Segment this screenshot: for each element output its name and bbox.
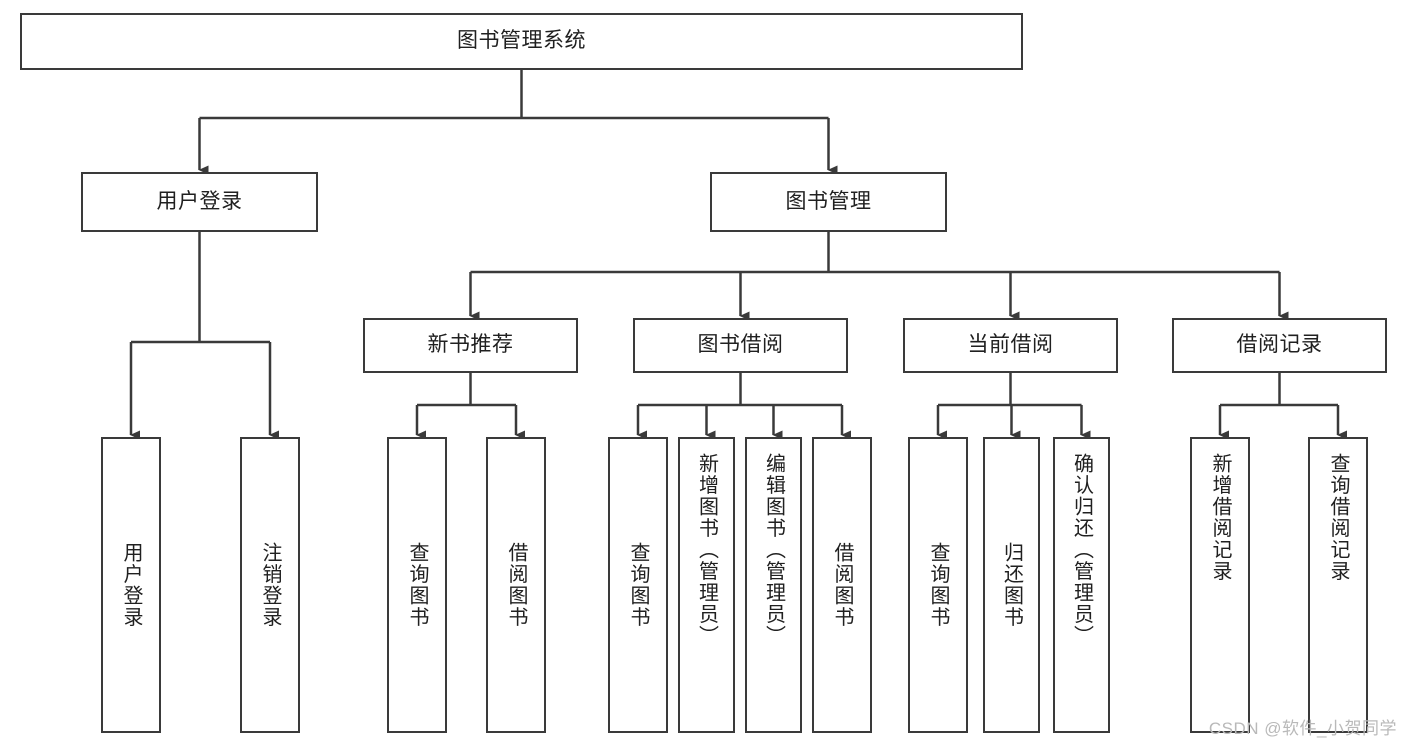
node-label: 确认归还（管理员） — [1070, 453, 1093, 647]
node-level2-current-borrow[interactable]: 当前借阅 — [903, 318, 1118, 373]
node-label: 当前借阅 — [967, 333, 1054, 357]
node-level2-borrow-record[interactable]: 借阅记录 — [1172, 318, 1387, 373]
node-label: 注销登录 — [259, 542, 281, 628]
node-leaf-leaf-edit-book[interactable]: 编辑图书（管理员） — [745, 437, 802, 733]
node-level2-book-borrow[interactable]: 图书借阅 — [633, 318, 848, 373]
node-label: 查询图书 — [627, 542, 649, 628]
node-label: 图书借阅 — [697, 333, 784, 357]
watermark-text: CSDN @软件_小贺同学 — [1208, 719, 1397, 738]
node-label: 查询借阅记录 — [1327, 453, 1349, 582]
node-leaf-leaf-query-borrow-record[interactable]: 查询借阅记录 — [1308, 437, 1368, 733]
node-label: 新增借阅记录 — [1209, 453, 1231, 582]
node-leaf-leaf-user-login[interactable]: 用户登录 — [101, 437, 161, 733]
node-root-root[interactable]: 图书管理系统 — [20, 13, 1023, 70]
node-level1-user-login[interactable]: 用户登录 — [81, 172, 318, 232]
node-leaf-leaf-query-book-1[interactable]: 查询图书 — [387, 437, 447, 733]
node-level1-book-management[interactable]: 图书管理 — [710, 172, 947, 232]
node-level2-new-book-recommend[interactable]: 新书推荐 — [363, 318, 578, 373]
node-leaf-leaf-add-borrow-record[interactable]: 新增借阅记录 — [1190, 437, 1250, 733]
node-leaf-leaf-query-book-2[interactable]: 查询图书 — [608, 437, 668, 733]
node-label: 编辑图书（管理员） — [762, 453, 785, 647]
node-leaf-leaf-add-book[interactable]: 新增图书（管理员） — [678, 437, 735, 733]
node-leaf-leaf-confirm-return[interactable]: 确认归还（管理员） — [1053, 437, 1110, 733]
node-label: 查询图书 — [406, 542, 428, 628]
node-label: 查询图书 — [927, 542, 949, 628]
node-label: 新书推荐 — [427, 333, 514, 357]
node-leaf-leaf-borrow-book-1[interactable]: 借阅图书 — [486, 437, 546, 733]
node-label: 图书管理 — [785, 189, 872, 213]
node-leaf-leaf-query-book-3[interactable]: 查询图书 — [908, 437, 968, 733]
node-leaf-leaf-logout-login[interactable]: 注销登录 — [240, 437, 300, 733]
node-label: 用户登录 — [120, 542, 142, 628]
node-label: 图书管理系统 — [457, 29, 586, 53]
node-leaf-leaf-borrow-book-2[interactable]: 借阅图书 — [812, 437, 872, 733]
node-label: 归还图书 — [1000, 542, 1023, 628]
node-label: 借阅图书 — [505, 542, 527, 628]
node-label: 借阅图书 — [831, 542, 853, 628]
node-label: 用户登录 — [156, 189, 243, 213]
node-leaf-leaf-return-book[interactable]: 归还图书 — [983, 437, 1040, 733]
node-label: 新增图书（管理员） — [695, 453, 718, 647]
node-label: 借阅记录 — [1236, 333, 1323, 357]
